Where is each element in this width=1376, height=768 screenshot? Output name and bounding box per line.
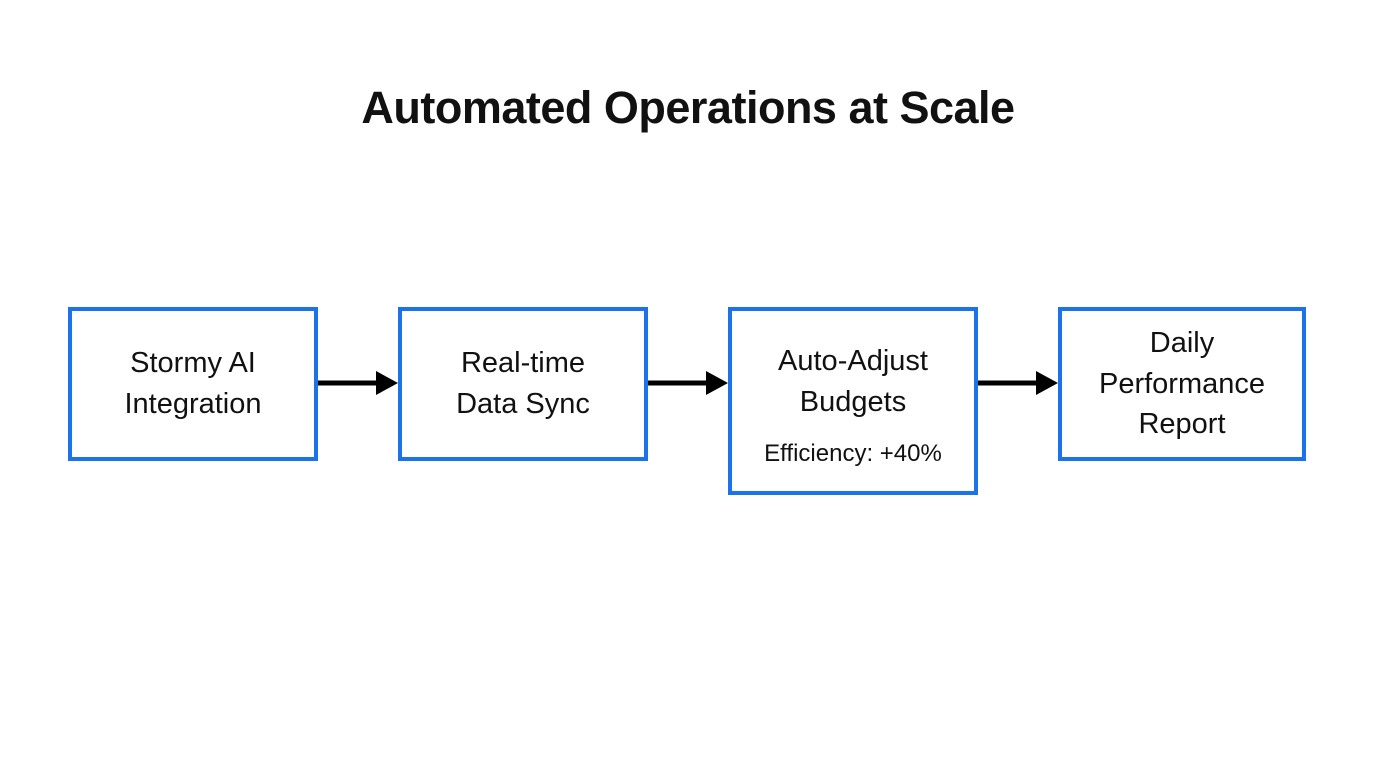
flow-node-real-time-data-sync: Real-time Data Sync — [398, 307, 648, 461]
flow-arrow-icon — [648, 371, 728, 395]
flow-node-label: Auto-Adjust Budgets — [778, 345, 928, 418]
flow-node-sublabel-efficiency: Efficiency: +40% — [764, 440, 942, 468]
page-title: Automated Operations at Scale — [361, 82, 1015, 133]
flow-node-label: Stormy AI Integration — [124, 347, 262, 420]
flow-node-daily-performance-report: Daily Performance Report — [1058, 307, 1306, 461]
flow-node-stormy-ai-integration: Stormy AI Integration — [68, 307, 318, 461]
flow-arrow-icon — [978, 371, 1058, 395]
flow-node-auto-adjust-budgets: Auto-Adjust Budgets Efficiency: +40% — [728, 307, 978, 495]
flow-node-label: Daily Performance Report — [1098, 327, 1265, 441]
flow-arrow-icon — [318, 371, 398, 395]
flow-node-label: Real-time Data Sync — [456, 347, 590, 420]
